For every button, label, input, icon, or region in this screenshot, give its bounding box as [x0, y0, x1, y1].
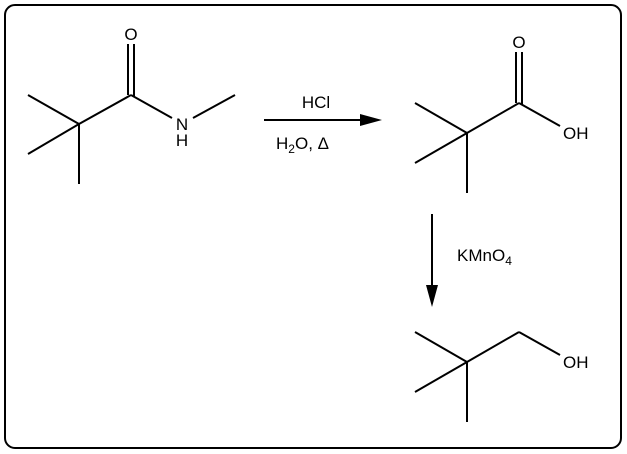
hydroxyl-label: OH — [563, 124, 589, 143]
bond — [518, 102, 561, 127]
bond — [130, 94, 173, 119]
bond — [27, 94, 80, 125]
nitrogen-label: N — [176, 115, 188, 134]
product-alcohol: OH — [414, 331, 589, 422]
bond — [518, 331, 561, 356]
bond — [414, 331, 468, 363]
reactant-amide: O N H — [27, 25, 236, 184]
bond — [78, 94, 132, 125]
hydroxyl-label: OH — [563, 353, 589, 372]
reaction-arrow-1: HCl H2O, Δ — [264, 93, 382, 156]
arrowhead-icon — [426, 285, 438, 307]
bond — [414, 361, 468, 393]
reaction-arrow-2: KMnO4 — [426, 214, 512, 307]
arrowhead-icon — [360, 114, 382, 126]
bond — [466, 102, 520, 134]
reagent-kmno4: KMnO4 — [457, 246, 512, 268]
bond — [414, 132, 468, 164]
hydrogen-label: H — [176, 131, 188, 150]
reagent-hcl: HCl — [302, 93, 330, 112]
oxygen-label: O — [512, 33, 525, 52]
frame-border — [4, 4, 622, 449]
bond — [192, 94, 236, 119]
bond — [466, 331, 520, 363]
reagent-water-heat: H2O, Δ — [276, 134, 329, 156]
bond — [414, 102, 468, 134]
oxygen-label: O — [124, 25, 137, 44]
bond — [27, 123, 80, 155]
product-acid: O OH — [414, 33, 589, 193]
